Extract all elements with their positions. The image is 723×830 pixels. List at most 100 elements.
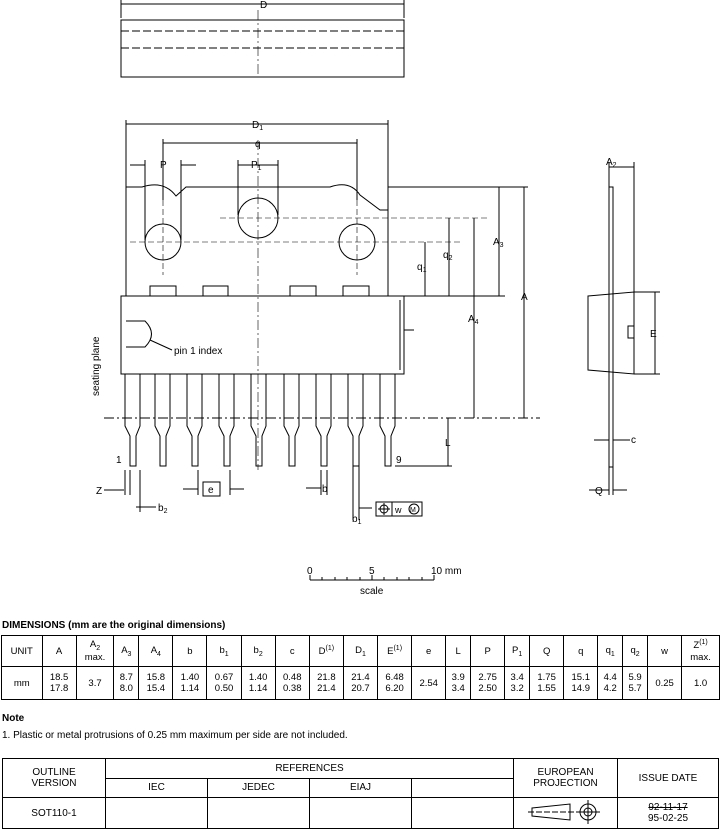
label-D: D: [260, 0, 267, 11]
jedec-header: JEDEC: [207, 777, 310, 798]
label-A3: A3: [493, 237, 504, 249]
label-b1: b1: [352, 514, 362, 526]
scale-0: 0: [307, 566, 313, 577]
projection-symbol: [513, 797, 618, 829]
dim-header-cell: b1: [206, 635, 242, 667]
eiaj-value: [309, 797, 412, 829]
dim-header-cell: Q: [529, 635, 565, 667]
dim-header-cell: c: [274, 635, 310, 667]
dim-header-cell: q: [563, 635, 599, 667]
dim-header-cell: e: [411, 635, 447, 667]
note-title: Note: [2, 713, 25, 724]
label-Q: Q: [595, 486, 603, 497]
label-b2: b2: [158, 503, 168, 515]
dim-header-cell: A4: [138, 635, 174, 667]
label-L: L: [445, 438, 451, 449]
jedec-value: [207, 797, 310, 829]
dim-header-cell: q2: [622, 635, 649, 667]
empty-ref-header: [411, 777, 514, 798]
scale-5: 5: [369, 566, 375, 577]
label-c: c: [631, 435, 636, 446]
label-seating-plane: seating plane: [91, 336, 102, 396]
label-q2: q2: [443, 250, 453, 262]
references-header: REFERENCES: [105, 758, 514, 779]
dim-value-cell: 1.0: [681, 666, 720, 700]
dim-value-cell: 3.7: [75, 666, 115, 700]
label-Z: Z: [96, 486, 102, 497]
dim-header-cell: b: [172, 635, 208, 667]
dim-header-cell: UNIT: [1, 635, 43, 667]
dim-header-cell: D(1): [308, 635, 344, 667]
label-D1: D1: [252, 120, 263, 132]
eiaj-header: EIAJ: [309, 777, 412, 798]
dim-header-cell: E(1): [377, 635, 413, 667]
side-view: [587, 186, 635, 468]
dim-header-cell: b2: [240, 635, 276, 667]
label-w: w: [394, 505, 402, 515]
dim-header-cell: P1: [504, 635, 531, 667]
note-text: 1. Plastic or metal protrusions of 0.25 …: [2, 730, 348, 741]
label-pin9: 9: [396, 455, 402, 466]
label-pin1: 1: [116, 455, 122, 466]
label-q: q: [255, 139, 261, 150]
dim-header-cell: L: [445, 635, 472, 667]
empty-ref-value: [411, 797, 514, 829]
dim-value-cell: 0.25: [647, 666, 683, 700]
top-view: [120, 10, 405, 78]
label-E: E: [650, 329, 657, 340]
label-M: M: [410, 507, 416, 514]
dim-header-cell: D1: [342, 635, 379, 667]
label-A: A: [521, 292, 528, 303]
dim-value-cell: 2.54: [411, 666, 447, 700]
issue-date-header: ISSUE DATE: [617, 758, 719, 798]
dim-header-cell: Z(1)max.: [681, 635, 720, 667]
label-e: e: [208, 485, 214, 496]
dim-header-cell: q1: [597, 635, 624, 667]
dim-header-cell: w: [647, 635, 683, 667]
dimensions-title: DIMENSIONS (mm are the original dimensio…: [2, 620, 226, 631]
label-q1: q1: [417, 262, 427, 274]
label-P1: P1: [251, 160, 262, 172]
dim-value-cell: mm: [1, 666, 43, 700]
iec-header: IEC: [105, 777, 208, 798]
iec-value: [105, 797, 208, 829]
front-view: [120, 184, 414, 467]
scale-label: scale: [360, 586, 384, 597]
first-angle-projection-icon: [527, 799, 600, 824]
dim-header-cell: P: [470, 635, 506, 667]
label-b: b: [322, 484, 328, 495]
dim-header-cell: A: [41, 635, 77, 667]
outline-version-value: SOT110-1: [2, 797, 106, 829]
dim-header-cell: A3: [113, 635, 140, 667]
label-P: P: [160, 160, 167, 171]
label-pin1-index: pin 1 index: [174, 346, 222, 357]
package-outline-drawing: D D1 q P P1 A2 A3 A A4 q1 q2 E L c Q Z b…: [91, 0, 660, 597]
scale-10: 10 mm: [431, 566, 462, 577]
label-A2: A2: [606, 157, 617, 169]
label-A4: A4: [468, 314, 479, 326]
